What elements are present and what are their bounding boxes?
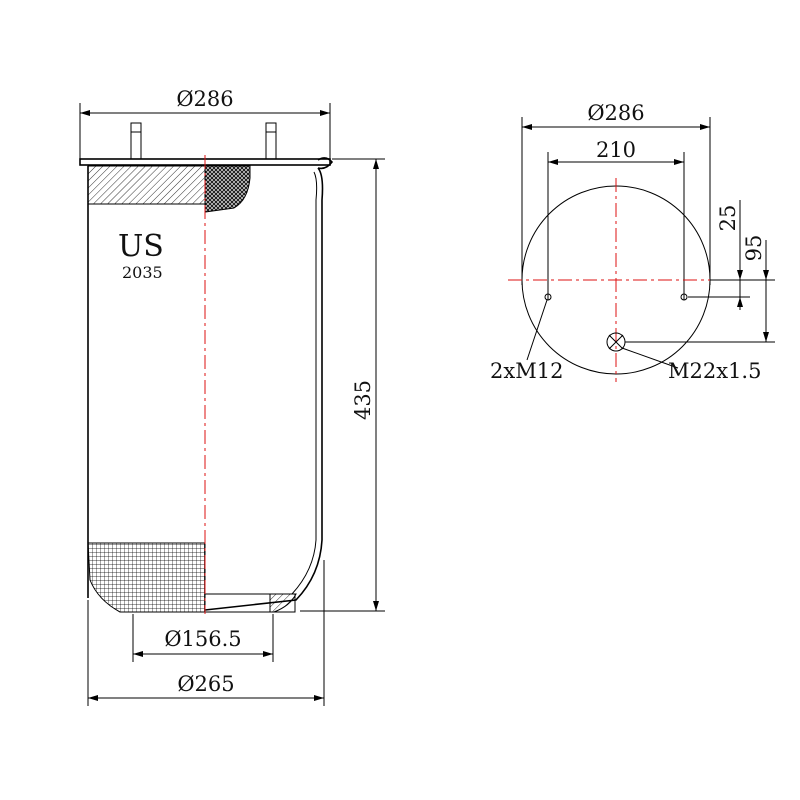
side-view: Ø286	[79, 87, 385, 706]
top-diameter-label: Ø286	[176, 87, 233, 111]
stud-callout: 2xM12	[490, 359, 563, 383]
top-view-outer-dimension: Ø286	[521, 101, 711, 285]
bottom-diameter-dimension: Ø265	[87, 560, 325, 706]
stud-hole-left	[544, 293, 552, 301]
stud-hole-right	[680, 293, 688, 301]
mounting-studs	[130, 122, 277, 160]
top-diameter-dimension: Ø286	[79, 87, 331, 160]
air-inlet-callout: M22x1.5	[668, 359, 761, 383]
stud-spacing-label: 210	[596, 138, 636, 162]
offset-large-label: 95	[742, 235, 766, 262]
height-label: 435	[351, 380, 375, 420]
top-view: Ø286 210	[490, 101, 775, 383]
model-label: 2035	[122, 263, 163, 282]
piston-diameter-label: Ø156.5	[164, 627, 241, 651]
bottom-diameter-label: Ø265	[177, 672, 234, 696]
offset-dimensions: 25 95	[625, 200, 775, 343]
air-inlet	[606, 332, 626, 352]
bellows-body	[87, 166, 324, 611]
top-view-outer-label: Ø286	[587, 101, 644, 125]
inlet-leader	[621, 347, 679, 369]
height-dimension: 435	[300, 158, 385, 612]
brand-label: US	[118, 229, 164, 264]
upper-bead	[87, 165, 251, 213]
offset-small-label: 25	[716, 205, 740, 232]
lower-piston	[87, 542, 297, 613]
stud-leader	[526, 299, 548, 361]
piston-diameter-dimension: Ø156.5	[132, 614, 274, 662]
stud-spacing-dimension: 210	[547, 138, 685, 300]
